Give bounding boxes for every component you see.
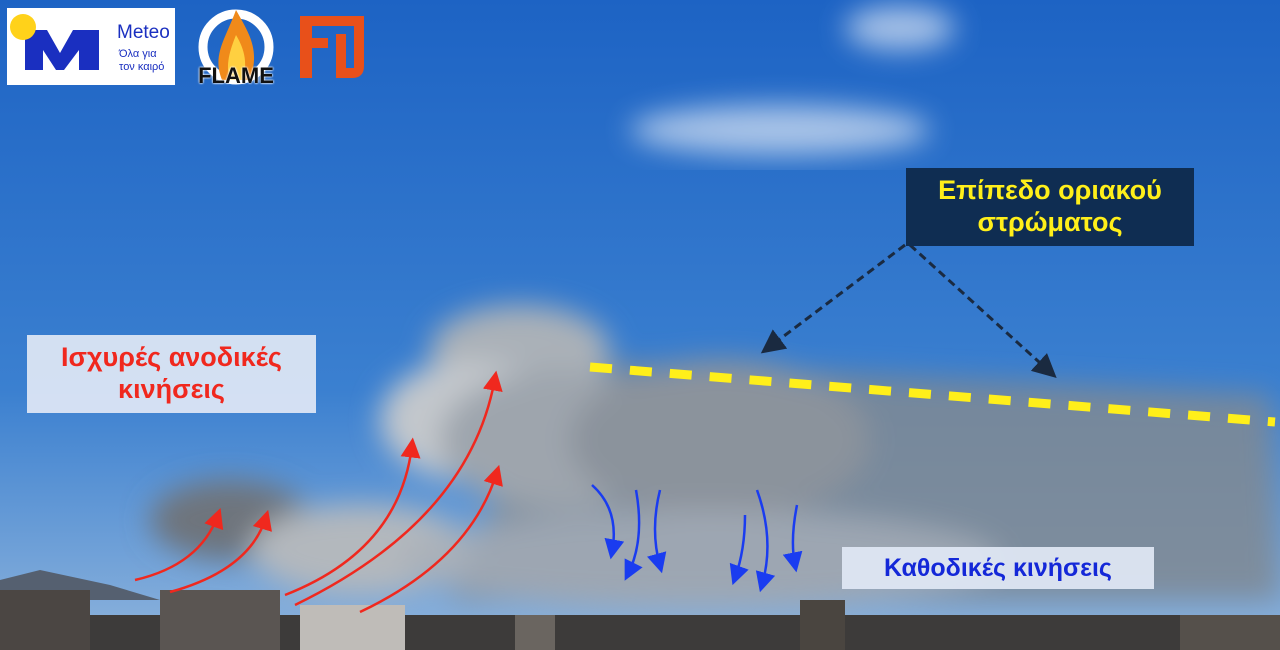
- downdraft-arrows: [591, 484, 803, 593]
- meteo-name: Meteo: [117, 22, 170, 43]
- flame-name: FLAME: [198, 63, 274, 88]
- updraft-arrows: [134, 370, 503, 614]
- pointer-arrows: [760, 243, 1057, 379]
- fw-logo: [298, 14, 366, 82]
- fw-mark: [300, 16, 364, 78]
- boundary-layer-label: Επίπεδο οριακού στρώματος: [906, 168, 1194, 246]
- boundary-layer-line: [589, 362, 1276, 427]
- flame-logo: FLAME: [190, 5, 282, 95]
- city-skyline: [0, 570, 1280, 650]
- downdrafts-label: Καθοδικές κινήσεις: [842, 547, 1154, 589]
- updrafts-label: Ισχυρές ανοδικές κινήσεις: [27, 335, 316, 413]
- flame-icon: [198, 9, 274, 85]
- meteo-logo: Meteo Όλα για τον καιρό: [7, 8, 175, 85]
- clouds: [630, 6, 955, 155]
- meteo-m-mark: [10, 14, 99, 70]
- meteo-tagline: Όλα για τον καιρό: [119, 48, 165, 74]
